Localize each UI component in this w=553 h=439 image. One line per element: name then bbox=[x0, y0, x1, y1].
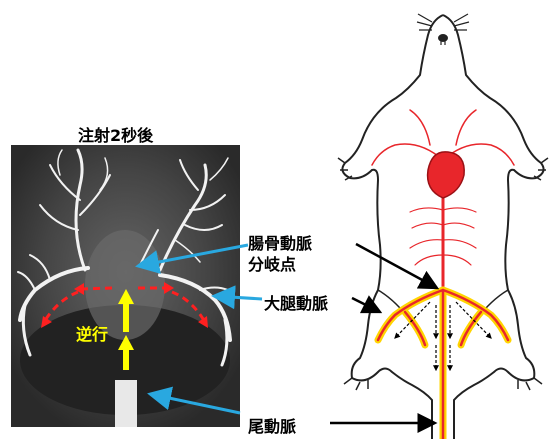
iliac-femoral-vessels bbox=[378, 290, 508, 439]
angiography-photo bbox=[11, 145, 240, 427]
photo-title: 注射2秒後 bbox=[78, 122, 153, 146]
heart bbox=[428, 152, 465, 198]
femoral-rat-pointer bbox=[352, 298, 380, 312]
arterial-tree bbox=[372, 110, 514, 295]
retrograde-label: 逆行 bbox=[76, 321, 108, 345]
femoral-artery-label: 大腿動脈 bbox=[264, 290, 328, 314]
tail-artery-label: 尾動脈 bbox=[248, 413, 296, 437]
iliac-bifurcation-label-line2: 分岐点 bbox=[248, 251, 296, 275]
bifurcation-pointer bbox=[356, 244, 437, 288]
